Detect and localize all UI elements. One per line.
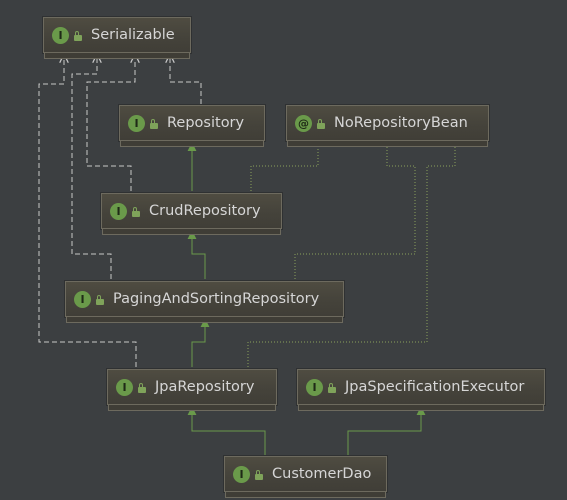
node-label: CrudRepository	[149, 203, 261, 219]
edge-jpa-paging	[191, 318, 210, 367]
lock-icon	[96, 294, 104, 305]
interface-badge-icon: I	[116, 378, 133, 396]
edge-crud-norepobean	[250, 143, 319, 191]
node-jpaspecificationexecutor[interactable]: I JpaSpecificationExecutor	[297, 369, 545, 411]
node-label: PagingAndSortingRepository	[113, 291, 320, 307]
node-norepositorybean[interactable]: @ NoRepositoryBean	[286, 105, 489, 147]
node-label: Repository	[167, 115, 245, 131]
edge-customerdao-jpa	[187, 406, 266, 455]
interface-badge-icon: I	[233, 465, 250, 483]
interface-badge-icon: I	[52, 26, 69, 44]
node-label: Serializable	[91, 27, 175, 43]
lock-icon	[150, 118, 158, 129]
edge-paging-serializable	[71, 55, 112, 279]
edge-paging-norepobean	[294, 143, 416, 279]
interface-badge-icon: I	[74, 290, 91, 308]
node-label: NoRepositoryBean	[334, 115, 468, 131]
interface-badge-icon: I	[306, 378, 323, 396]
lock-icon	[255, 469, 263, 480]
lock-icon	[74, 30, 82, 41]
annotation-badge-icon: @	[295, 114, 312, 132]
lock-icon	[328, 382, 336, 393]
interface-badge-icon: I	[110, 202, 127, 220]
node-repository[interactable]: I Repository	[119, 105, 265, 147]
edge-paging-crud	[187, 230, 206, 279]
node-customerdao[interactable]: I CustomerDao	[224, 456, 387, 498]
interface-badge-icon: I	[128, 114, 145, 132]
node-label: JpaRepository	[155, 379, 255, 395]
edge-repository-serializable	[170, 55, 202, 104]
edge-customerdao-jpaspec	[347, 406, 426, 455]
edge-jpa-serializable	[38, 55, 137, 367]
node-label: CustomerDao	[272, 466, 372, 482]
lock-icon	[138, 382, 146, 393]
node-serializable[interactable]: I Serializable	[43, 17, 191, 59]
node-pagingandsortingrepository[interactable]: I PagingAndSortingRepository	[65, 281, 344, 323]
node-crudrepository[interactable]: I CrudRepository	[101, 193, 282, 235]
node-label: JpaSpecificationExecutor	[345, 379, 525, 395]
edge-jpa-norepobean	[247, 143, 456, 367]
lock-icon	[317, 118, 325, 129]
node-jparepository[interactable]: I JpaRepository	[107, 369, 277, 411]
lock-icon	[132, 206, 140, 217]
edge-crud-serializable	[86, 55, 135, 191]
